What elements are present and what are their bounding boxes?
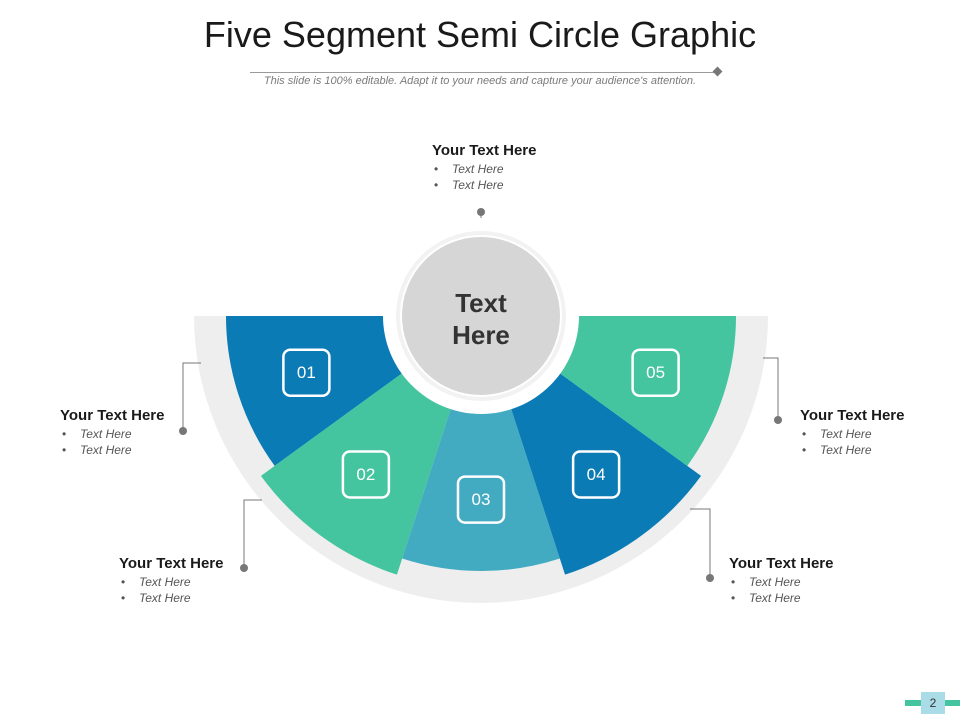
segment-badge-02 xyxy=(341,450,391,499)
segment-03 xyxy=(402,316,560,571)
segment-badge-03 xyxy=(456,475,506,524)
slide-subtitle: This slide is 100% editable. Adapt it to… xyxy=(263,75,697,87)
callout-right-upper: Your Text Here Text Here Text Here xyxy=(800,407,904,458)
callout-bullet: Text Here xyxy=(60,442,164,458)
callout-bullets: Text Here Text Here xyxy=(800,426,904,458)
footer-bar-left xyxy=(905,700,921,706)
callout-bullet: Text Here xyxy=(729,590,833,606)
callout-heading: Your Text Here xyxy=(800,407,905,424)
callout-heading: Your Text Here xyxy=(60,407,165,424)
connector-dot-1 xyxy=(477,208,485,216)
connector-dot-2 xyxy=(179,427,187,435)
callout-bullet: Text Here xyxy=(119,590,223,606)
slide-title: Five Segment Semi Circle Graphic xyxy=(203,14,757,55)
segment-badge-05 xyxy=(631,348,680,397)
connector-line-2 xyxy=(182,362,201,431)
center-label-line: Here xyxy=(452,320,510,350)
center-label-line: Text xyxy=(455,288,507,318)
callout-bullet: Text Here xyxy=(432,177,536,193)
connector-line-3 xyxy=(243,499,262,568)
callout-bullet: Text Here xyxy=(432,161,536,177)
connector-line-5 xyxy=(690,508,711,578)
connector-line-4 xyxy=(763,357,779,420)
callout-bullets: Text Here Text Here xyxy=(729,574,833,606)
title-underline xyxy=(250,72,718,73)
callout-heading: Your Text Here xyxy=(432,142,537,159)
page-number: 2 xyxy=(921,692,945,714)
segment-number-05: 05 xyxy=(646,363,665,382)
callout-right-lower: Your Text Here Text Here Text Here xyxy=(729,555,833,606)
callout-heading: Your Text Here xyxy=(119,555,224,572)
callout-left-upper: Your Text Here Text Here Text Here xyxy=(60,407,164,458)
segment-number-01: 01 xyxy=(297,363,316,382)
center-circle xyxy=(400,235,562,397)
callout-left-lower: Your Text Here Text Here Text Here xyxy=(119,555,223,606)
callout-bullets: Text Here Text Here xyxy=(60,426,164,458)
callout-bullet: Text Here xyxy=(729,574,833,590)
segment-number-04: 04 xyxy=(587,465,606,484)
connector-dot-4 xyxy=(774,416,782,424)
segment-number-03: 03 xyxy=(472,490,491,509)
callout-bullets: Text Here Text Here xyxy=(432,161,536,193)
callout-top: Your Text Here Text Here Text Here xyxy=(432,142,536,193)
footer-bar-right xyxy=(945,700,960,706)
callout-heading: Your Text Here xyxy=(729,555,834,572)
callout-bullet: Text Here xyxy=(119,574,223,590)
callout-bullets: Text Here Text Here xyxy=(119,574,223,606)
segment-number-02: 02 xyxy=(356,465,375,484)
callout-bullet: Text Here xyxy=(800,426,904,442)
connector-dot-3 xyxy=(240,564,248,572)
callout-bullet: Text Here xyxy=(800,442,904,458)
segment-badge-04 xyxy=(571,450,621,499)
segment-badge-01 xyxy=(282,348,331,397)
callout-bullet: Text Here xyxy=(60,426,164,442)
connector-dot-5 xyxy=(706,574,714,582)
